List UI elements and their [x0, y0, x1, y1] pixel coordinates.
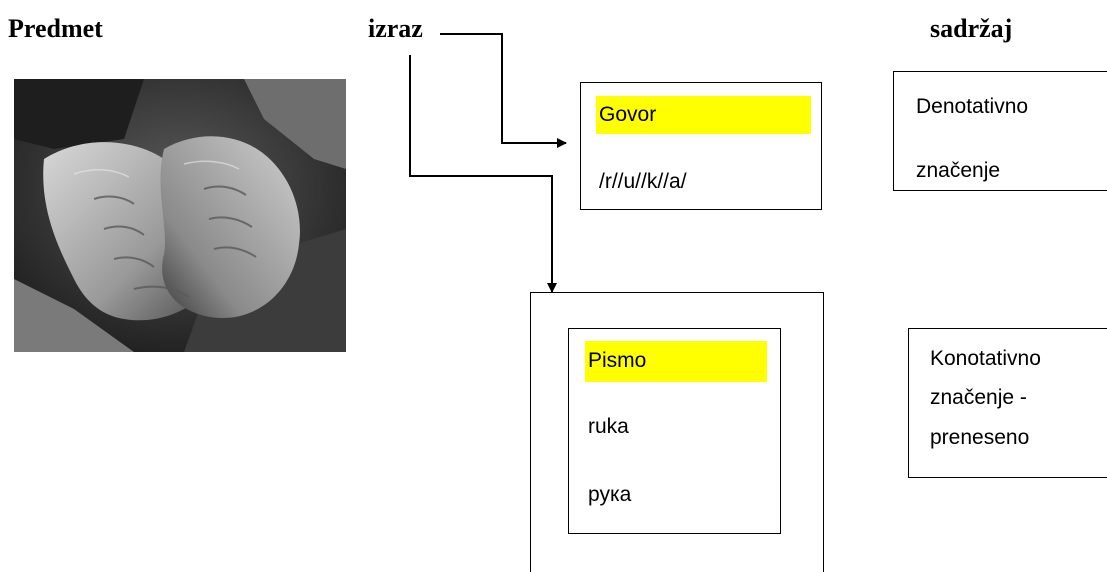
pismo-highlight — [585, 341, 767, 382]
denotativno-box: Denotativno značenje — [893, 71, 1107, 191]
arrow-izraz-to-govor — [440, 33, 567, 148]
hands-photo — [14, 79, 346, 352]
pismo-title: Pismo — [588, 349, 647, 372]
konotativno-line3: preneseno — [930, 426, 1030, 449]
konotativno-line2: značenje - — [930, 386, 1027, 409]
govor-title: Govor — [599, 103, 657, 126]
govor-phonemes: /r//u//k//a/ — [599, 170, 687, 193]
heading-izraz: izraz — [368, 14, 423, 43]
arrow-izraz-to-pismo — [409, 55, 557, 293]
govor-highlight — [596, 96, 811, 134]
denotativno-line2: značenje — [916, 159, 1001, 182]
pismo-latin: ruka — [588, 415, 629, 438]
pismo-inner-box: Pismo ruka рука — [568, 328, 781, 534]
heading-predmet: Predmet — [8, 14, 103, 43]
heading-sadrzaj: sadržaj — [930, 14, 1013, 43]
govor-box: Govor /r//u//k//a/ — [580, 82, 822, 210]
hands-illustration — [14, 79, 346, 352]
pismo-cyrillic: рука — [588, 483, 632, 506]
konotativno-line1: Konotativno — [930, 347, 1041, 370]
konotativno-box: Konotativno značenje - preneseno — [908, 328, 1107, 478]
denotativno-line1: Denotativno — [916, 95, 1029, 118]
